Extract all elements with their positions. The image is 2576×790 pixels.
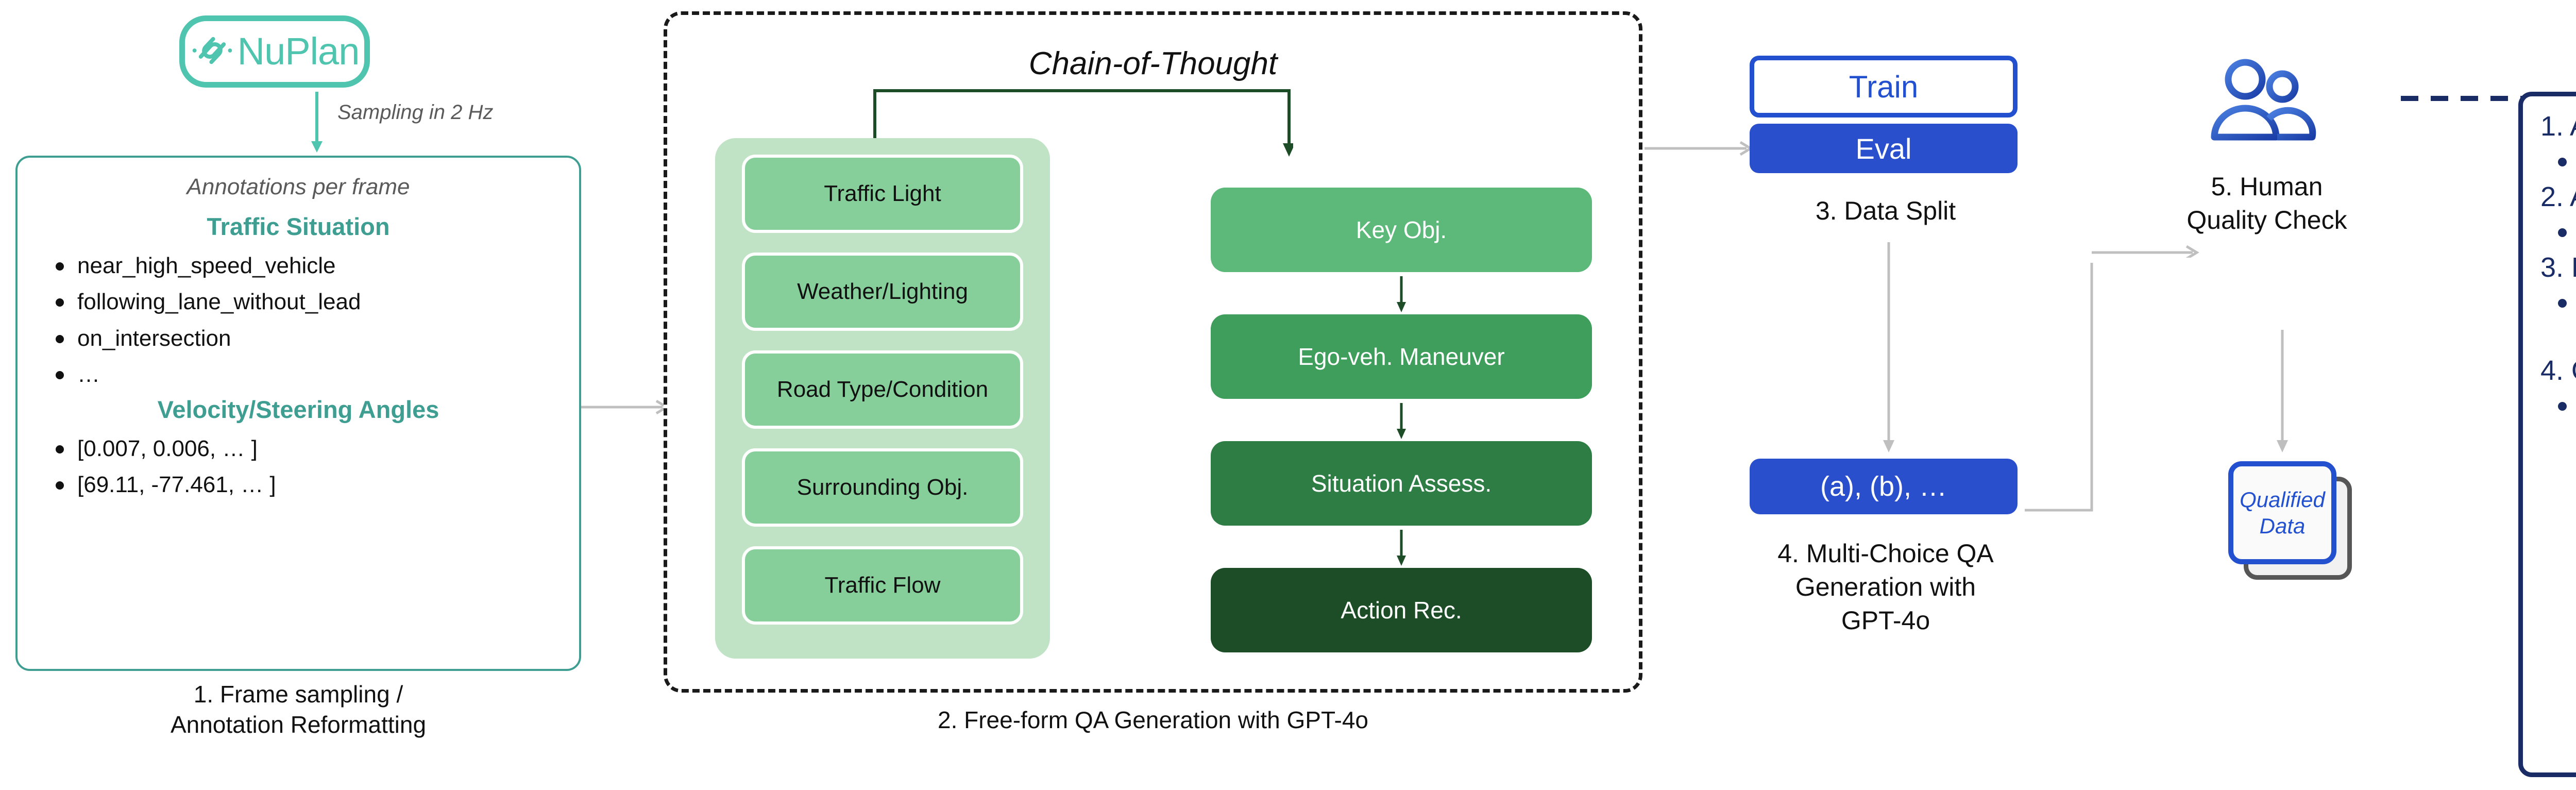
list-item: following_lane_without_lead bbox=[52, 286, 561, 318]
traffic-situation-heading: Traffic Situation bbox=[207, 213, 390, 240]
cot-step-ego-veh-maneuver[interactable]: Ego-veh. Maneuver bbox=[1211, 314, 1592, 399]
train-split-box[interactable]: Train bbox=[1750, 56, 2018, 117]
velocity-steering-list: [0.007, 0.006, … ] [69.11, -77.461, … ] bbox=[36, 433, 561, 501]
criteria-bullets-dataset-fairness: Check for fairness across cultural, gend… bbox=[2540, 287, 2576, 351]
nuplan-wordmark: NuPlan bbox=[237, 30, 360, 73]
cot-pill-label: Weather/Lighting bbox=[797, 279, 968, 304]
nuplan-logo-box: NuPlan bbox=[179, 15, 370, 88]
cot-step-label: Ego-veh. Maneuver bbox=[1298, 343, 1505, 370]
cot-pill-label: Road Type/Condition bbox=[776, 377, 989, 402]
stage5-caption-line1: 5. Human bbox=[2211, 172, 2323, 201]
stage2-caption: 2. Free-form QA Generation with GPT-4o bbox=[938, 707, 1368, 733]
cot-step-label: Situation Assess. bbox=[1311, 470, 1492, 497]
stage1-caption-line1: 1. Frame sampling / bbox=[193, 681, 403, 708]
criteria-title: Quality Examination Criteria bbox=[2514, 5, 2576, 40]
criteria-bullets-avoid-ambiguity: Ensure that questions have a unique, una… bbox=[2540, 216, 2576, 248]
arrow-stage1-to-stage2 bbox=[581, 399, 669, 415]
stage4-caption-line2: Generation with bbox=[1795, 573, 1976, 601]
stage5-caption: 5. Human Quality Check bbox=[2128, 170, 2406, 237]
annotations-panel: Annotations per frame Traffic Situation … bbox=[15, 156, 581, 671]
list-item: All answer options must be relevant and … bbox=[2553, 390, 2576, 454]
cot-step-situation-assess[interactable]: Situation Assess. bbox=[1211, 441, 1592, 526]
sampling-rate-label: Sampling in 2 Hz bbox=[337, 101, 494, 124]
cot-pill-weather-lighting[interactable]: Weather/Lighting bbox=[742, 253, 1023, 331]
list-item: [69.11, -77.461, … ] bbox=[52, 469, 561, 501]
multi-choice-label: (a), (b), … bbox=[1820, 471, 1947, 502]
arrow-stage2-to-stage3 bbox=[1645, 141, 1753, 156]
list-item: Check for fairness across cultural, gend… bbox=[2553, 287, 2576, 351]
list-item: Verify that answers are correct and matc… bbox=[2553, 145, 2576, 177]
chain-of-thought-title: Chain-of-Thought bbox=[1028, 46, 1278, 81]
cot-arrow-3 bbox=[1397, 530, 1406, 566]
cot-pill-surrounding-obj[interactable]: Surrounding Obj. bbox=[742, 448, 1023, 527]
list-item: on_intersection bbox=[52, 323, 561, 355]
criteria-panel: 1. Accuracy Verify that answers are corr… bbox=[2518, 92, 2576, 777]
people-group-icon bbox=[2206, 55, 2319, 147]
train-label: Train bbox=[1849, 69, 1919, 104]
qualified-data-line1: Qualified bbox=[2240, 487, 2325, 512]
criteria-bullets-question-option-alignment: All answer options must be relevant and … bbox=[2540, 390, 2576, 454]
qualified-data-box[interactable]: Qualified Data bbox=[2228, 461, 2336, 564]
arrow-to-qualified-data bbox=[2277, 330, 2288, 452]
annotations-title: Annotations per frame bbox=[187, 174, 410, 199]
cot-pill-road-type-condition[interactable]: Road Type/Condition bbox=[742, 350, 1023, 429]
cot-pill-label: Surrounding Obj. bbox=[796, 475, 969, 500]
eval-label: Eval bbox=[1855, 132, 1912, 165]
criteria-heading-accuracy: 1. Accuracy bbox=[2540, 111, 2576, 142]
eval-split-box[interactable]: Eval bbox=[1750, 124, 2018, 173]
cot-step-label: Action Rec. bbox=[1341, 597, 1462, 624]
arrow-stage4-to-stage5 bbox=[2025, 263, 2093, 512]
stage3-caption: 3. Data Split bbox=[1815, 196, 1956, 225]
cot-pill-traffic-flow[interactable]: Traffic Flow bbox=[742, 546, 1023, 625]
criteria-heading-dataset-fairness: 3. Dataset Fairness: bbox=[2540, 252, 2576, 283]
criteria-bullets-accuracy: Verify that answers are correct and matc… bbox=[2540, 145, 2576, 177]
traffic-situation-list: near_high_speed_vehicle following_lane_w… bbox=[36, 250, 561, 391]
cot-arrow-2 bbox=[1397, 403, 1406, 439]
arrow-into-human-check bbox=[2092, 245, 2199, 258]
criteria-heading-avoid-ambiguity: 2. Avoid Ambiguity bbox=[2540, 181, 2576, 213]
stage4-caption-line1: 4. Multi-Choice QA bbox=[1777, 539, 1994, 568]
multi-choice-box[interactable]: (a), (b), … bbox=[1750, 459, 2018, 514]
cot-step-key-obj[interactable]: Key Obj. bbox=[1211, 188, 1592, 272]
cot-pill-label: Traffic Flow bbox=[824, 573, 941, 598]
cot-pill-traffic-light[interactable]: Traffic Light bbox=[742, 155, 1023, 233]
sampling-arrow bbox=[311, 92, 323, 153]
dashed-connector-to-criteria bbox=[2401, 96, 2576, 101]
qualified-data-line2: Data bbox=[2259, 514, 2306, 538]
cot-step-label: Key Obj. bbox=[1355, 216, 1447, 243]
stage5-caption-line2: Quality Check bbox=[2187, 206, 2347, 234]
list-item: … bbox=[52, 359, 561, 391]
stage4-caption: 4. Multi-Choice QA Generation with GPT-4… bbox=[1674, 537, 2097, 637]
list-item: Ensure that questions have a unique, una… bbox=[2553, 216, 2576, 248]
list-item: [0.007, 0.006, … ] bbox=[52, 433, 561, 465]
stage1-caption: 1. Frame sampling / Annotation Reformatt… bbox=[15, 679, 581, 740]
criteria-heading-question-option-alignment: 4. Question and Option Alignment bbox=[2540, 355, 2576, 386]
cot-step-action-rec[interactable]: Action Rec. bbox=[1211, 568, 1592, 652]
arrow-stage3-to-stage4 bbox=[1883, 242, 1894, 452]
list-item: near_high_speed_vehicle bbox=[52, 250, 561, 282]
cot-pill-label: Traffic Light bbox=[824, 181, 941, 206]
cot-bracket-connector bbox=[873, 89, 1293, 157]
stage4-caption-line3: GPT-4o bbox=[1841, 606, 1930, 635]
stage1-caption-line2: Annotation Reformatting bbox=[170, 711, 427, 738]
cot-arrow-1 bbox=[1397, 276, 1406, 312]
velocity-steering-heading: Velocity/Steering Angles bbox=[157, 395, 439, 423]
nuplan-link-mark-icon bbox=[190, 28, 234, 75]
